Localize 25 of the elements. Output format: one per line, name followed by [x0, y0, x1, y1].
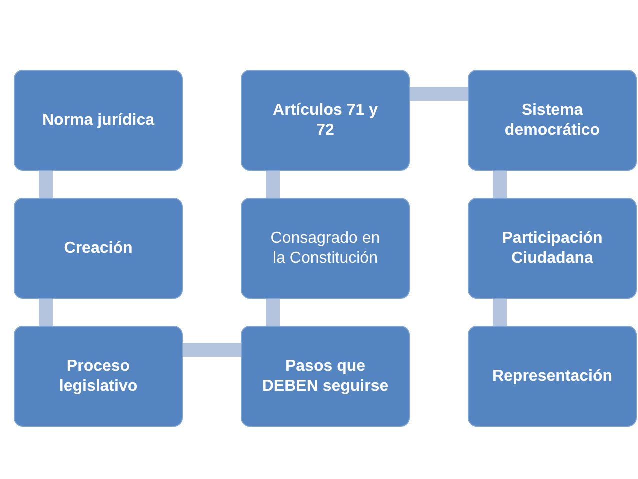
box-label: Creación — [64, 238, 133, 258]
connector-bar — [266, 299, 280, 326]
connector-bar — [493, 171, 507, 198]
box-label: Proceso legislativo — [58, 356, 139, 396]
connector-bar — [183, 343, 241, 357]
connector-bar — [39, 171, 53, 198]
connector-bar — [39, 299, 53, 326]
box-label: Pasos que DEBEN seguirse — [261, 356, 390, 396]
box-label: Representación — [492, 366, 613, 386]
box-label: Norma jurídica — [42, 110, 155, 130]
process-box — [14, 70, 183, 171]
process-box — [241, 70, 410, 171]
box-label: Artículos 71 y 72 — [272, 100, 379, 140]
connector-bar — [266, 171, 280, 198]
process-box — [241, 326, 410, 427]
connector-bar — [410, 87, 468, 101]
process-box — [241, 198, 410, 299]
process-box — [14, 326, 183, 427]
box-label: Consagrado en la Constitución — [270, 228, 382, 268]
box-label: Participación Ciudadana — [501, 228, 604, 268]
process-box — [14, 198, 183, 299]
process-box — [468, 198, 637, 299]
process-box — [468, 326, 637, 427]
box-label: Sistema democrático — [504, 100, 602, 140]
process-box — [468, 70, 637, 171]
